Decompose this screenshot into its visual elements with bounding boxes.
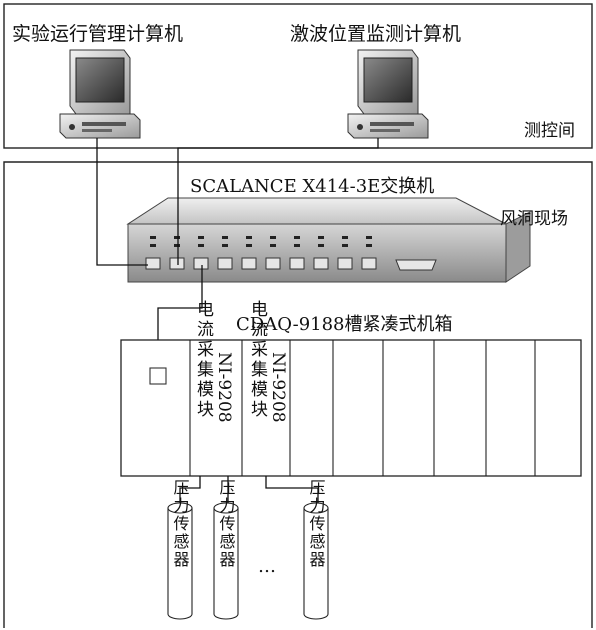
module-2-name: NI-9208 (268, 352, 288, 423)
control-room-label: 测控间 (524, 121, 575, 141)
chassis-label: CDAQ-9188槽紧凑式机箱 (236, 314, 453, 335)
cable-sensor-1 (179, 476, 201, 508)
module-1-name: NI-9208 (214, 352, 234, 423)
switch-icon (126, 197, 531, 283)
pressure-sensor-1: 压力传感器 (167, 479, 193, 620)
pressure-sensor-2-label: 压力传感器 (217, 479, 236, 569)
chassis (120, 339, 582, 477)
pc-left-label: 实验运行管理计算机 (12, 23, 183, 45)
pc-left-icon (59, 49, 141, 139)
cable-left-pc (96, 138, 148, 266)
pc-right-icon (347, 49, 429, 139)
wind-tunnel-frame (3, 161, 593, 628)
sensor-ellipsis: … (258, 556, 276, 577)
module-2-desc: 电流采集模块 (247, 300, 268, 420)
module-1: 电流采集模块 NI-9208 (193, 300, 234, 423)
module-2: 电流采集模块 NI-9208 (247, 300, 288, 423)
wind-tunnel-label: 风洞现场 (500, 209, 568, 229)
pc-right-label: 激波位置监测计算机 (290, 23, 461, 45)
pressure-sensor-3: 压力传感器 (303, 479, 329, 620)
ethernet-port-icon (149, 367, 167, 385)
pressure-sensor-1-label: 压力传感器 (171, 479, 190, 569)
module-1-desc: 电流采集模块 (193, 300, 214, 420)
cable-sensor-3 (265, 476, 319, 508)
switch-label: SCALANCE X414-3E交换机 (190, 176, 434, 197)
cable-switch-chassis (157, 265, 203, 368)
cable-right-pc (177, 138, 379, 265)
pressure-sensor-2: 压力传感器 (213, 479, 239, 620)
pressure-sensor-3-label: 压力传感器 (307, 479, 326, 569)
chassis-slot-dividers (189, 340, 536, 476)
